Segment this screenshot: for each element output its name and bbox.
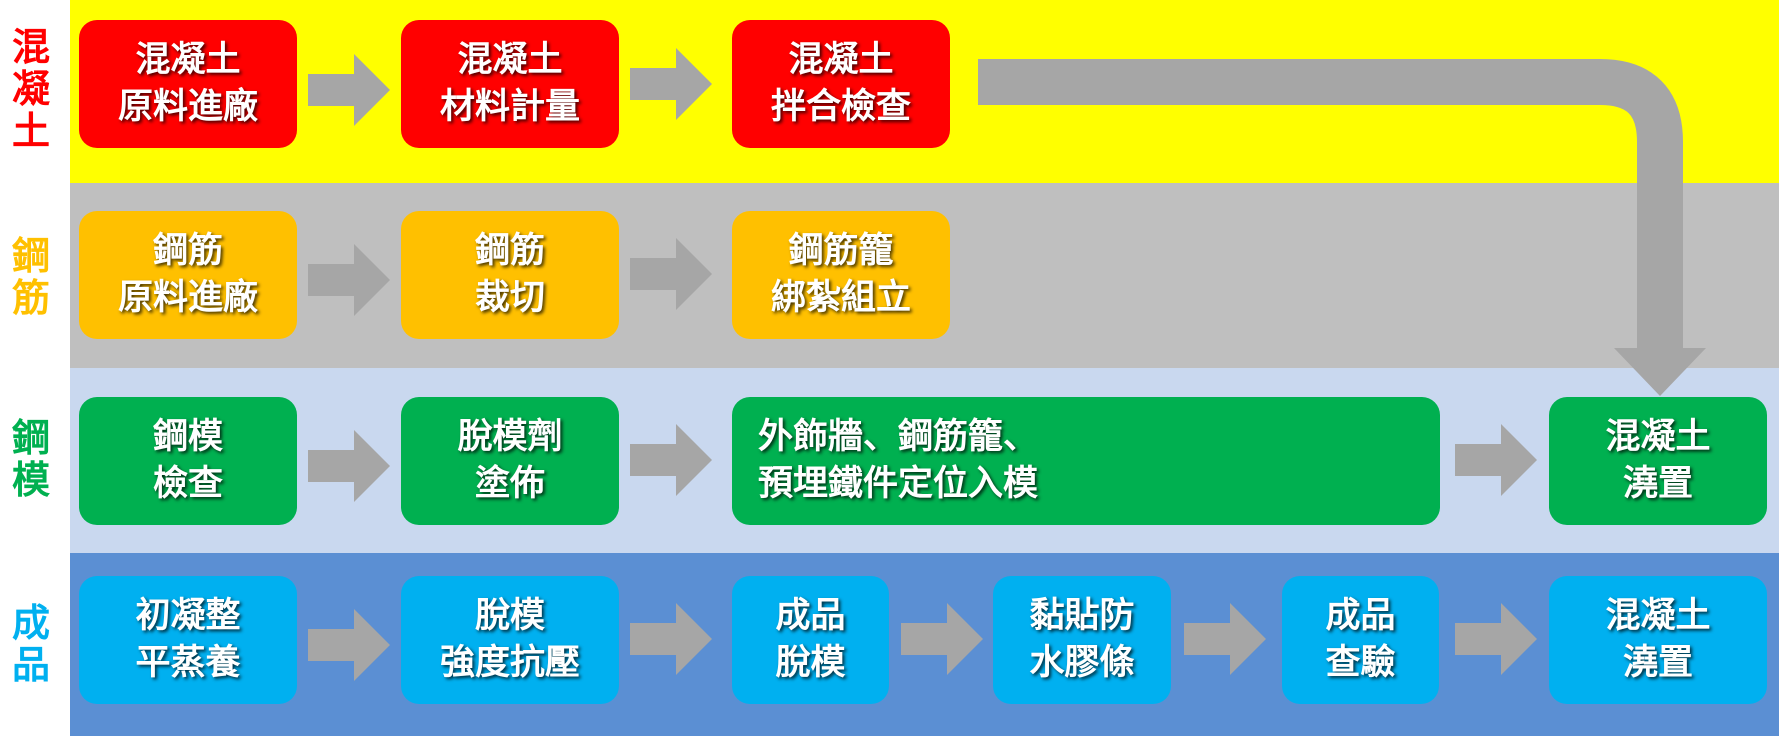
right-arrow-icon xyxy=(308,609,390,681)
right-arrow-icon xyxy=(630,603,712,675)
step-product-curing: 初凝整 平蒸養 xyxy=(79,576,297,704)
lane-label-char: 凝 xyxy=(11,67,50,112)
lane-label-char: 鋼 xyxy=(11,416,50,461)
step-rebar-raw-material: 鋼筋 原料進廠 xyxy=(79,211,297,339)
step-mold-inspection: 鋼模 檢查 xyxy=(79,397,297,525)
step-concrete-raw-material: 混凝土 原料進廠 xyxy=(79,20,297,148)
lane-label-char: 模 xyxy=(11,458,50,502)
step-product-demolding: 成品 脫模 xyxy=(732,576,889,704)
step-mold-concrete-pouring: 混凝土 澆置 xyxy=(1549,397,1767,525)
step-mold-positioning: 外飾牆、鋼筋籠、 預埋鐵件定位入模 xyxy=(732,397,1440,525)
step-product-concrete-pouring: 混凝土 澆置 xyxy=(1549,576,1767,704)
right-arrow-icon xyxy=(630,424,712,496)
lane-label-char: 品 xyxy=(11,643,50,687)
right-arrow-icon xyxy=(630,48,712,120)
lane-label-char: 鋼 xyxy=(11,234,50,279)
lane-label-char: 筋 xyxy=(11,276,50,320)
step-product-waterproof-strip: 黏貼防 水膠條 xyxy=(993,576,1171,704)
step-rebar-cutting: 鋼筋 裁切 xyxy=(401,211,619,339)
step-product-strength-test: 脫模 強度抗壓 xyxy=(401,576,619,704)
right-arrow-icon xyxy=(1455,424,1537,496)
step-concrete-mixing-check: 混凝土 拌合檢查 xyxy=(732,20,950,148)
lane-label-product: 成 品 xyxy=(0,585,62,705)
lane-label-char: 成 xyxy=(11,601,50,646)
step-mold-release-agent: 脫模劑 塗佈 xyxy=(401,397,619,525)
right-arrow-icon xyxy=(308,430,390,502)
lane-label-rebar: 鋼 筋 xyxy=(0,218,62,338)
right-arrow-icon xyxy=(1184,603,1266,675)
step-rebar-cage-assembly: 鋼筋籠 綁紮組立 xyxy=(732,211,950,339)
lane-label-char: 土 xyxy=(11,108,50,153)
step-product-inspection: 成品 查驗 xyxy=(1282,576,1439,704)
right-arrow-icon xyxy=(630,238,712,310)
step-concrete-measurement: 混凝土 材料計量 xyxy=(401,20,619,148)
right-arrow-icon xyxy=(901,603,983,675)
right-arrow-icon xyxy=(308,244,390,316)
right-arrow-icon xyxy=(308,54,390,126)
lane-label-concrete: 混 凝 土 xyxy=(0,20,62,160)
lane-label-char: 混 xyxy=(11,25,50,70)
lane-label-mold: 鋼 模 xyxy=(0,400,62,520)
right-arrow-icon xyxy=(1455,603,1537,675)
